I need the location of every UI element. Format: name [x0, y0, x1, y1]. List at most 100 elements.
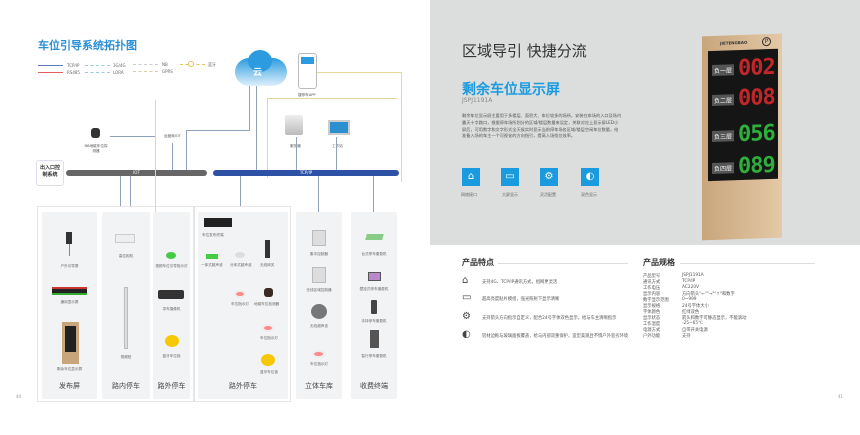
- panel-payment-terminal: 台式停车缴费机 壁挂式停车缴费机 手持停车缴费机 智行停车缴费机 收费终端: [351, 212, 397, 399]
- topology-title: 车位引导系统拓扑图: [38, 39, 137, 52]
- video-pile-label: 视频桩: [120, 355, 132, 359]
- feature-item: 支持4G、TCP/IP通讯方式，组网更灵活: [482, 280, 558, 285]
- iot-bus: IOT: [66, 170, 207, 176]
- specs-title: 产品规格: [643, 258, 675, 267]
- indicator-label: 车位指示灯: [260, 336, 278, 340]
- gear-config-icon: ⚙: [462, 311, 471, 322]
- floor-label: 负二层: [712, 94, 735, 107]
- nb-detector-label: NB地磁车位探测器: [84, 144, 108, 153]
- wireless-gateway-label: 无线网关: [260, 263, 275, 267]
- product-name: 剩余车位显示屏: [462, 82, 560, 98]
- features-title: 产品特点: [462, 258, 494, 267]
- panel-label: 立体车库: [305, 382, 333, 390]
- panel-off-street-b: 车位发布终端 一体式超声波 分体式超声波 无线网关 车位指示灯 地磁车位检测器 …: [198, 212, 288, 399]
- legend-nb: NB: [162, 62, 168, 67]
- floor-count: 002: [738, 54, 775, 82]
- network-port-icon: ⌂: [462, 275, 469, 286]
- spec-value: 方向箭头"←""→""↑"和数字: [682, 292, 735, 297]
- guide-light-label: 视频车位引导指示灯: [155, 264, 188, 268]
- spec-value: AC220V: [682, 285, 700, 290]
- remaining-display-label: 剩余车位显示屏: [56, 367, 83, 371]
- feature-item: 支持箭头方向指示自定义，配合24号字体双色显示，给与车主清晰指示: [482, 316, 617, 321]
- legend-rs485: RS485: [67, 70, 80, 75]
- app-label: 捷停车APP: [298, 93, 316, 97]
- server-label: 服务器: [290, 144, 301, 149]
- panel-label: 发布屏: [59, 382, 80, 390]
- cabinet-pay-label: 智行停车缴费机: [361, 354, 387, 358]
- spec-value: 红绿双色: [682, 310, 700, 315]
- spec-key: 字体颜色: [643, 310, 661, 315]
- floor-count: 089: [738, 152, 775, 180]
- spec-key: 显示内容: [643, 292, 661, 297]
- gear-config-icon: ⚙: [540, 168, 558, 186]
- spec-value: JSPJ1191A: [682, 273, 704, 278]
- product-description: 剩余车位显示屏主要用于多楼层、面积大、车位较多的场所，安装在车场的入口及场内露天…: [462, 113, 622, 139]
- panel-stereo-garage: 集中控制器 无线区域控制器 无线超声波 车位指示灯 立体车库: [296, 212, 342, 399]
- spec-value: 箭头和数字可静态显示，不能滚动: [682, 316, 747, 321]
- phone-icon: [298, 53, 317, 89]
- legend-tcp: TCP/IP: [67, 63, 80, 68]
- spec-key: 数字显示范围: [643, 298, 669, 303]
- contrast-icon: ◐: [581, 168, 599, 186]
- page-number-right: 41: [838, 394, 844, 399]
- spec-key: 户外功能: [643, 334, 661, 339]
- strip-display-icon: [52, 287, 87, 295]
- spec-value: TCP/IP: [682, 279, 696, 284]
- spec-key: 电源方式: [643, 328, 661, 333]
- icon-label: 双色显示: [581, 192, 597, 197]
- panel-publish-screen: 户外引导屏 通用显示屏 剩余车位显示屏 发布屏: [42, 212, 97, 399]
- panel-label: 路内停车: [112, 382, 140, 390]
- contrast-icon: ◐: [462, 329, 471, 340]
- outdoor-guide-label: 户外引导屏: [60, 264, 79, 268]
- legend-bluetooth: 蓝牙: [208, 62, 216, 67]
- cloud-label: 云: [253, 68, 263, 78]
- legend-lora: LORA: [113, 70, 124, 75]
- spec-value: -25~65℃: [682, 321, 703, 326]
- parking-icon: P: [762, 36, 771, 47]
- tracking-camera-label: 寻车摄像机: [162, 307, 181, 311]
- legend-gprs: GPRS: [162, 69, 173, 74]
- product-model: JSPJ1191A: [462, 97, 493, 104]
- remaining-display-icon: [62, 322, 79, 364]
- panel-off-street-a: 视频车位引导指示灯 寻车摄像机 蓝牙车位锁 路外停车: [153, 212, 190, 399]
- right-page-top: 区域导引 快捷分流 剩余车位显示屏 JSPJ1191A 剩余车位显示屏主要用于多…: [430, 0, 860, 245]
- wall-pay-label: 壁挂式停车缴费机: [359, 287, 389, 291]
- spec-key: 产品型号: [643, 274, 661, 279]
- display-sign: JIETENGBAO P 负一层 002 负二层 008 负三层 056 负四层…: [702, 33, 782, 241]
- strip-display-label: 通用显示屏: [60, 300, 79, 304]
- feature-item: 超高亮度贴片模组，强光照射下显示清晰: [482, 297, 560, 302]
- kiosk-label: 台式停车缴费机: [361, 252, 387, 256]
- bt-lock-label: 蓝牙车位锁: [260, 370, 278, 374]
- page-number-left: 40: [16, 394, 22, 399]
- feature-item: 铝材边框与玻璃面板覆盖，给与内部双重保护，造型美观且不惧户外恶劣环境: [482, 334, 629, 339]
- spec-value: 24号字体大小: [682, 304, 709, 309]
- network-port-icon: ⌂: [462, 168, 480, 186]
- indicator-label: 车位指示灯: [310, 362, 328, 366]
- entry-control-system: 出入口控制系统: [36, 160, 64, 186]
- icon-label: 灵活配置: [540, 192, 556, 197]
- spec-value: 支持: [682, 334, 691, 339]
- zone-ctrl-label: 无线区域控制器: [306, 288, 332, 292]
- integrated-sensor-label: 一体式超声波: [201, 263, 223, 267]
- floor-count: 056: [738, 120, 775, 148]
- spec-value: 0~999: [682, 297, 697, 302]
- spec-key: 通讯方式: [643, 280, 661, 285]
- wireless-sensor-label: 无线超声波: [310, 324, 328, 328]
- spec-key: 显示规格: [643, 304, 661, 309]
- icon-label: 大屏显示: [502, 192, 518, 197]
- icon-label: 网络接口: [461, 192, 477, 197]
- spec-key: 工作电压: [643, 286, 661, 291]
- spec-key: 工作温度: [643, 322, 661, 327]
- panel-label: 收费终端: [360, 382, 388, 390]
- panel-label: 路外停车: [229, 382, 257, 390]
- release-terminal-label: 车位发布终端: [202, 233, 224, 237]
- bt-lock-label: 蓝牙车位锁: [162, 354, 181, 358]
- legend-3g4g: 3G/4G: [113, 63, 126, 68]
- nb-detector-icon: [91, 128, 100, 138]
- sign-brand: JIETENGBAO: [720, 39, 748, 46]
- split-sensor-label: 分体式超声波: [230, 263, 252, 267]
- floor-label: 负一层: [712, 64, 735, 77]
- floor-label: 负三层: [712, 130, 735, 143]
- handheld-pay-label: 手持停车缴费机: [361, 319, 387, 323]
- hd-camera-label: 高位相机: [118, 254, 134, 258]
